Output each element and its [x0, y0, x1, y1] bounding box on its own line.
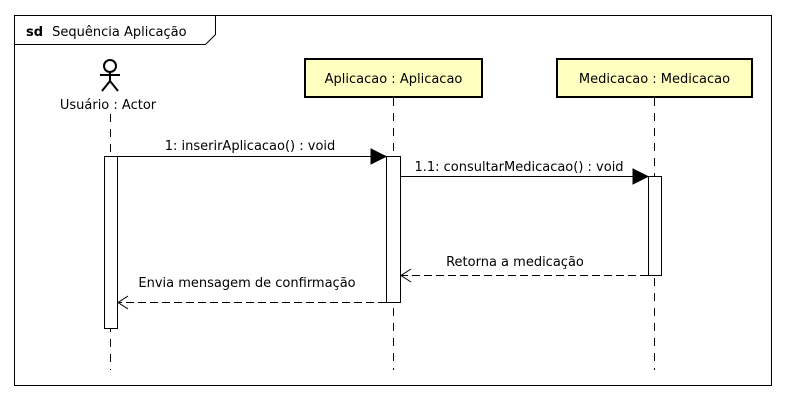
frame-title: Sequência Aplicação: [52, 25, 186, 40]
actor-label: Usuário : Actor: [60, 98, 157, 113]
actor-right-leg: [109, 80, 119, 92]
return-2-label: Envia mensagem de confirmação: [138, 276, 355, 291]
message-1-arrowhead: [370, 148, 388, 165]
actor-head: [103, 59, 117, 73]
frame-title-text: sd Sequência Aplicação: [26, 21, 187, 40]
lifeline-medicacao-box: [556, 58, 753, 98]
lifeline-aplicacao-label: Aplicacao : Aplicacao: [325, 72, 463, 87]
message-1-label: 1: inserirAplicacao() : void: [165, 139, 336, 154]
return-1-arrowhead: [400, 268, 412, 283]
message-2-label: 1.1: consultarMedicacao() : void: [414, 160, 623, 175]
activation-aplicacao: [386, 156, 401, 303]
activation-actor: [104, 156, 118, 329]
frame-title-tab: [14, 15, 216, 45]
actor-figure: [100, 59, 120, 92]
return-1-label: Retorna a medicação: [446, 255, 584, 270]
activation-medicacao: [648, 176, 662, 276]
actor-left-leg: [101, 80, 111, 92]
return-2-arrowhead: [117, 295, 129, 310]
lifeline-medicacao-label: Medicacao : Medicacao: [579, 72, 730, 87]
message-2-arrowhead: [632, 168, 650, 185]
lifeline-aplicacao-box: [304, 58, 483, 98]
frame-keyword: sd: [26, 25, 43, 40]
